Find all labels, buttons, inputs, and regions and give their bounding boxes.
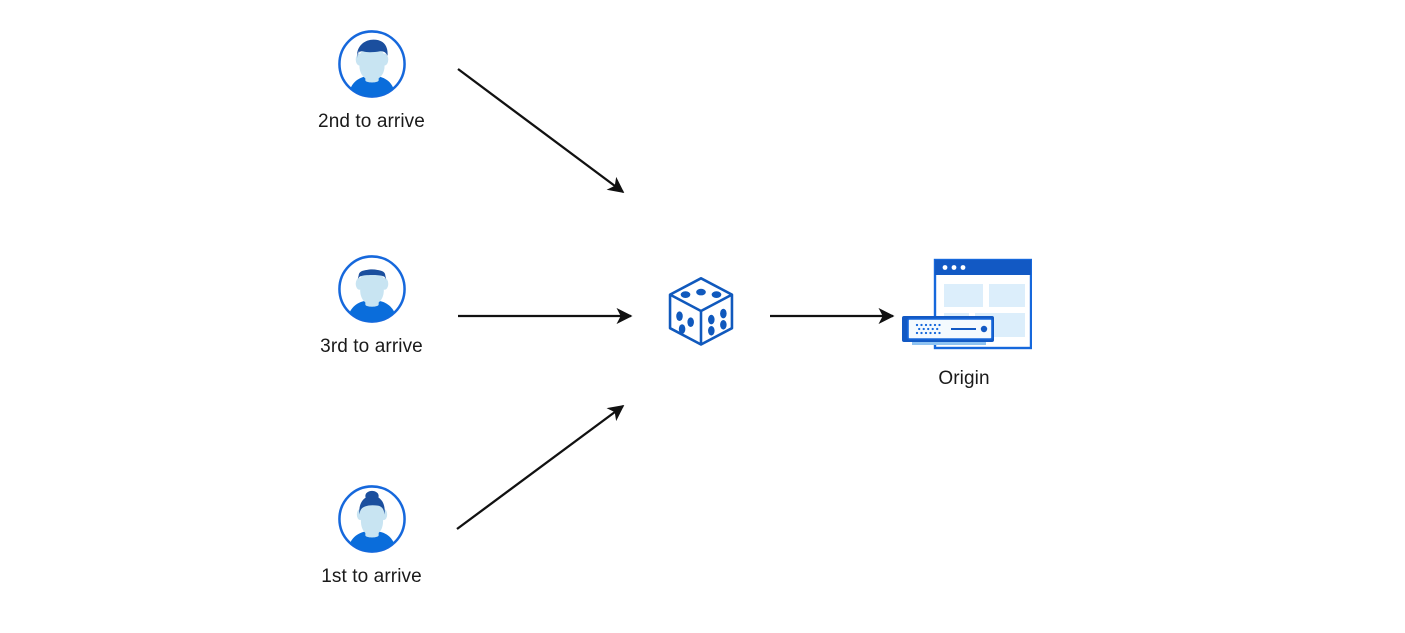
user-avatar-icon bbox=[335, 482, 409, 556]
arrow-1st-to-dice bbox=[456, 405, 625, 530]
node-randomizer[interactable] bbox=[656, 268, 746, 354]
user-avatar-icon bbox=[335, 27, 409, 101]
arrow-2nd-to-dice bbox=[457, 68, 625, 193]
node-label: Origin bbox=[938, 368, 990, 389]
node-origin-server[interactable]: Origin bbox=[898, 256, 1033, 391]
origin-server-icon bbox=[900, 256, 1033, 352]
node-label: 1st to arrive bbox=[321, 566, 422, 587]
node-visitor-3rd[interactable]: 3rd to arrive bbox=[304, 252, 439, 359]
node-label: 3rd to arrive bbox=[320, 336, 423, 357]
node-visitor-2nd[interactable]: 2nd to arrive bbox=[304, 27, 439, 134]
user-avatar-icon bbox=[335, 252, 409, 326]
dice-icon bbox=[658, 268, 744, 354]
server-device bbox=[902, 316, 994, 345]
node-label: 2nd to arrive bbox=[318, 111, 425, 132]
node-visitor-1st[interactable]: 1st to arrive bbox=[304, 482, 439, 589]
